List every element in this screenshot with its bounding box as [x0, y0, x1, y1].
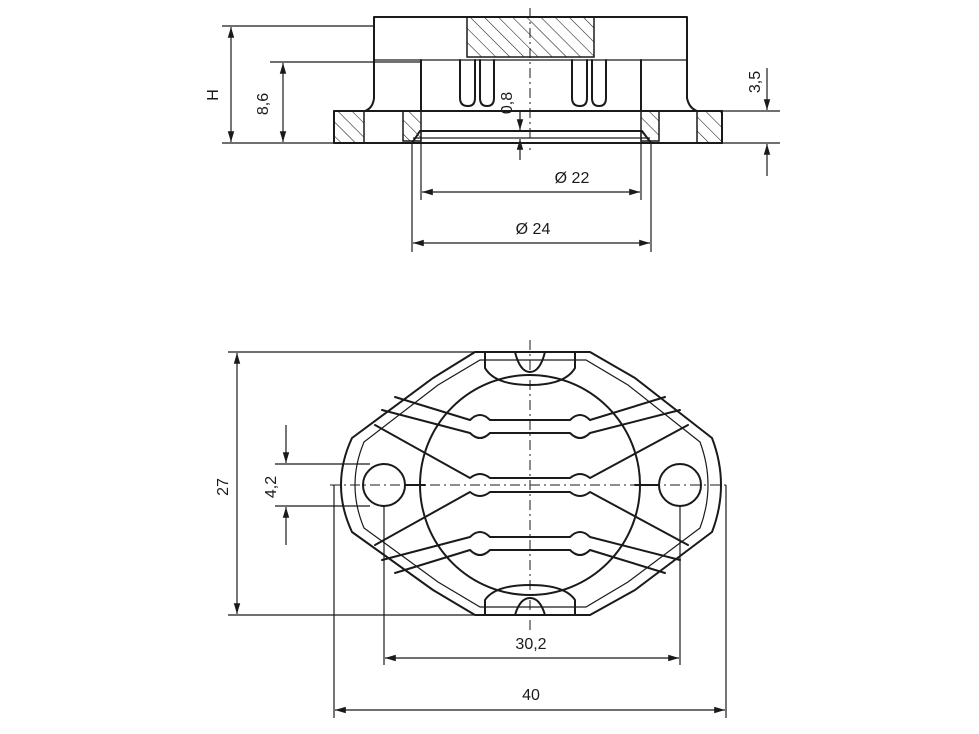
dim-label-0-8: 0,8: [499, 92, 516, 114]
dim-label-H: H: [205, 89, 222, 101]
hatch-right-inner: [640, 110, 660, 142]
dim-label-8-6: 8,6: [255, 93, 272, 115]
dim-label-40: 40: [522, 687, 540, 704]
dim-label-dia24: Ø 24: [516, 221, 551, 238]
dim-label-27: 27: [215, 478, 232, 496]
ribs: [374, 351, 689, 616]
hatch-left-flange: [333, 110, 365, 144]
dim-label-4-2: 4,2: [263, 476, 280, 498]
hatch-left-inner: [402, 110, 422, 142]
section-view: H 8,6 0,8 3,5 Ø 22 Ø 24: [205, 8, 780, 252]
dim-label-30-2: 30,2: [515, 636, 546, 653]
plan-view: 27 4,2 30,2 40: [215, 340, 730, 718]
plan-outline: [340, 351, 722, 616]
hatch-right-flange: [696, 110, 723, 144]
dim-label-3-5: 3,5: [747, 71, 764, 93]
dim-label-dia22: Ø 22: [555, 170, 590, 187]
